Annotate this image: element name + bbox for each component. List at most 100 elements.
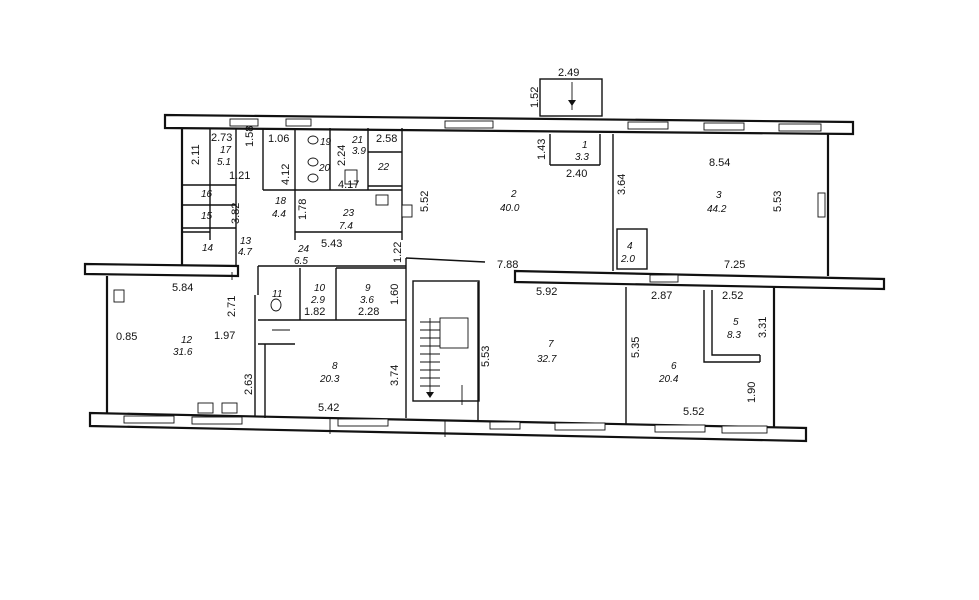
room-area: 40.0 [500,203,520,214]
dimension-label: 1.21 [229,170,250,182]
middle-wall-right [513,269,886,291]
dimension-label: 1.52 [529,87,541,108]
dimension-label: 2.40 [566,168,587,180]
entrance-bay [539,78,603,117]
dimension-label: 2.28 [358,306,379,318]
window [654,424,706,433]
room-number: 22 [377,162,390,173]
window [627,121,669,130]
dimension-label: 5.52 [683,406,704,418]
room-number: 17 [220,145,232,156]
room-area: 2.0 [620,254,635,265]
room-number: 3 [716,190,722,201]
room-number: 24 [297,244,310,255]
dimension-label: 2.11 [190,144,202,165]
dimension-label: 5.35 [630,337,642,358]
sink-icon [375,194,389,206]
exterior-walls [83,113,886,443]
room-number: 1 [582,140,588,151]
room-number: 16 [201,189,213,200]
staircase [420,317,469,398]
room-area: 3.6 [360,295,374,306]
window [554,422,606,431]
room-number: 20 [318,163,331,174]
dimension-label: 7.88 [497,259,518,271]
window [703,122,745,131]
room-number: 23 [342,208,355,219]
dimension-label: 2.73 [211,132,232,144]
dimension-label: 2.52 [722,290,743,302]
room-area: 2.9 [310,295,325,306]
dimension-label: 5.53 [772,191,784,212]
window [721,425,768,434]
room-area: 20.4 [658,374,679,385]
dimension-label: 2.87 [651,290,672,302]
dimension-label: 2.58 [376,133,397,145]
room-area: 32.7 [537,354,557,365]
dimension-label: 4.12 [280,164,292,185]
sink-icon [401,204,413,218]
window [191,416,243,425]
dimension-label: 3.31 [757,317,769,338]
window [817,192,826,218]
room-area: 44.2 [707,204,727,215]
dimension-labels: 2.49 1.52 1.43 2.40 3.64 8.54 5.53 7.25 … [116,67,784,418]
window [444,120,494,129]
room-number: 8 [332,361,338,372]
dimension-label: 2.24 [336,145,348,166]
dimension-label: 0.85 [116,331,137,343]
room-number: 15 [201,211,213,222]
dimension-label: 1.90 [746,382,758,403]
dimension-label: 2.71 [226,296,238,317]
room-number: 21 [351,135,363,146]
dimension-label: 1.22 [392,242,404,263]
north-wall [163,113,855,136]
chair-icon [221,402,238,414]
dimension-label: 5.43 [321,238,342,250]
room-area: 20.3 [319,374,340,385]
dimension-label: 1.82 [304,306,325,318]
toilet-icon [270,298,282,312]
toilet-icon [307,157,319,167]
dimension-label: 3.64 [616,174,628,195]
dimension-label: 1.97 [214,330,235,342]
window [778,123,822,132]
window [337,418,389,427]
dimension-label: 5.42 [318,402,339,414]
room-number: 9 [365,283,371,294]
room-number: 2 [510,189,517,200]
room-area: 4.7 [238,247,252,258]
dimension-label: 8.54 [709,157,730,169]
room-number: 14 [202,243,214,254]
room-area: 3.9 [352,146,366,157]
dimension-label: 7.25 [724,259,745,271]
dimension-label: 1.43 [536,139,548,160]
room-area: 8.3 [727,330,741,341]
dimension-label: 3.74 [389,365,401,386]
window [489,421,521,430]
window [649,274,679,283]
room-number: 19 [320,137,332,148]
room-number: 11 [272,289,282,300]
dimension-label: 1.60 [389,284,401,305]
dimension-label: 2.49 [558,67,579,79]
room-number: 12 [181,335,193,346]
toilet-icon [307,173,319,183]
dimension-label: 5.53 [480,346,492,367]
dimension-label: 5.92 [536,286,557,298]
room-labels: 1 3.3 2 40.0 3 44.2 4 2.0 5 8.3 6 20.4 7… [173,135,741,385]
window [285,118,312,127]
toilet-icon [307,135,319,145]
room-number: 10 [314,283,326,294]
dimension-label: 1.06 [268,133,289,145]
interior-walls [182,128,761,424]
room-area: 3.3 [575,152,589,163]
sink-icon [113,289,125,303]
window [123,415,175,424]
room-area: 7.4 [339,221,353,232]
room-number: 6 [671,361,677,372]
room-number: 4 [627,241,633,252]
window [229,118,259,127]
room-number: 13 [240,236,252,247]
